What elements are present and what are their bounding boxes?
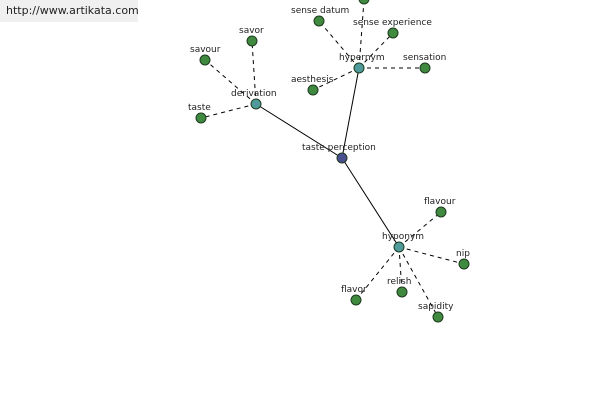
node-savour[interactable]	[199, 54, 211, 66]
node-flavour[interactable]	[435, 206, 447, 218]
edge-hyponym-flavour	[398, 211, 442, 248]
label-hyponym: hyponym	[382, 232, 424, 242]
node-offscreen[interactable]	[358, 0, 370, 5]
label-sense-datum: sense datum	[291, 6, 349, 16]
label-sense-experience: sense experience	[353, 18, 432, 28]
site-url-banner[interactable]: http://www.artikata.com	[0, 0, 139, 22]
node-sense-datum[interactable]	[313, 15, 325, 27]
label-sensation: sensation	[403, 53, 446, 63]
label-savor: savor	[239, 26, 264, 36]
edge-derivation-taste	[200, 103, 257, 119]
edge-hypernym-sense-datum	[318, 20, 360, 69]
edge-root-hypernym	[341, 67, 360, 159]
node-sapidity[interactable]	[432, 311, 444, 323]
edge-hyponym-sapidity	[398, 246, 439, 318]
node-nip[interactable]	[458, 258, 470, 270]
edge-root-hyponym	[341, 157, 400, 248]
label-sapidity: sapidity	[418, 302, 454, 312]
node-hyponym[interactable]	[393, 241, 405, 253]
label-taste-perception: taste perception	[302, 143, 376, 153]
label-nip: nip	[456, 249, 470, 259]
edge-hypernym-sense-experience	[358, 32, 394, 69]
edge-hyponym-nip	[398, 246, 465, 265]
label-taste: taste	[188, 103, 211, 113]
edge-root-derivation	[255, 103, 343, 159]
edge-derivation-savor	[251, 40, 257, 105]
label-aesthesis: aesthesis	[291, 75, 334, 85]
node-savor[interactable]	[246, 35, 258, 47]
label-flavour: flavour	[424, 197, 456, 207]
node-taste[interactable]	[195, 112, 207, 124]
node-sense-experience[interactable]	[387, 27, 399, 39]
node-taste-perception[interactable]	[336, 152, 348, 164]
node-sensation[interactable]	[419, 62, 431, 74]
edge-hypernym-aesthesis	[312, 67, 360, 91]
edge-hyponym-flavor	[355, 246, 400, 301]
edge-derivation-savour	[204, 59, 257, 105]
node-flavor[interactable]	[350, 294, 362, 306]
edge-hypernym-offscreen	[358, 0, 365, 69]
label-derivation: derivation	[231, 89, 277, 99]
label-relish: relish	[387, 277, 411, 287]
node-derivation[interactable]	[250, 98, 262, 110]
node-hypernym[interactable]	[353, 62, 365, 74]
label-flavor: flavor	[341, 285, 367, 295]
node-relish[interactable]	[396, 286, 408, 298]
label-savour: savour	[190, 45, 221, 55]
label-hypernym: hypernym	[339, 53, 385, 63]
node-aesthesis[interactable]	[307, 84, 319, 96]
